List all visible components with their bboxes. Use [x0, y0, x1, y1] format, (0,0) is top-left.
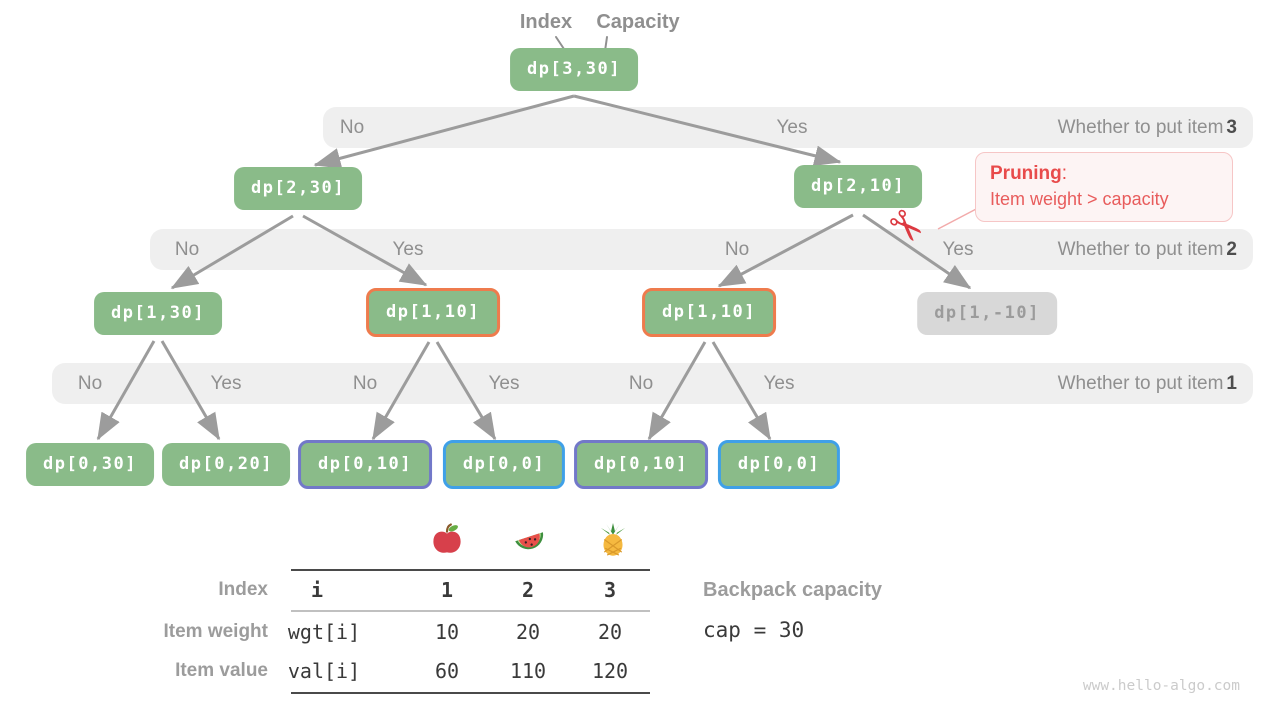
- pruning-callout: Pruning: Item weight > capacity: [975, 152, 1233, 222]
- capacity-pointer-label: Capacity: [596, 11, 680, 33]
- dp-node-1-10-highlight: dp[1,10]: [642, 288, 776, 337]
- table-rule-bottom: [291, 692, 650, 694]
- table-header-var: i: [310, 578, 324, 602]
- band-answer-label: No: [77, 372, 103, 394]
- band-answer-label: No: [352, 372, 378, 394]
- table-cell: 110: [509, 659, 547, 683]
- table-cell-wgt-var: wgt[i]: [287, 620, 361, 644]
- dp-node-2-10: dp[2,10]: [794, 165, 922, 208]
- dp-node-1-neg10-pruned: dp[1,-10]: [917, 292, 1057, 335]
- table-header-col: 1: [440, 578, 454, 602]
- dp-node-0-20: dp[0,20]: [162, 443, 290, 486]
- band-answer-label: Yes: [942, 238, 974, 260]
- band-answer-label: Yes: [488, 372, 520, 394]
- table-cell: 120: [591, 659, 629, 683]
- decision-band-item-1: No Yes No Yes No Yes Whether to put item…: [52, 363, 1253, 404]
- watermelon-icon: [513, 522, 548, 562]
- band-answer-label: Yes: [210, 372, 242, 394]
- table-rule-top: [291, 569, 650, 571]
- dp-node-1-30: dp[1,30]: [94, 292, 222, 335]
- band-answer-label: No: [628, 372, 654, 394]
- table-cell: 20: [597, 620, 623, 644]
- table-header-col: 2: [521, 578, 535, 602]
- dp-node-3-30: dp[3,30]: [510, 48, 638, 91]
- pineapple-icon: [596, 522, 631, 562]
- table-cell: 10: [434, 620, 460, 644]
- dp-node-2-30: dp[2,30]: [234, 167, 362, 210]
- backpack-capacity-value: cap = 30: [703, 618, 805, 642]
- band-answer-label: No: [339, 116, 365, 138]
- table-cell-val-var: val[i]: [287, 659, 361, 683]
- dp-node-0-10-highlight: dp[0,10]: [298, 440, 432, 489]
- band-answer-label: Yes: [763, 372, 795, 394]
- watermark: www.hello-algo.com: [1082, 678, 1240, 694]
- table-cell: 20: [515, 620, 541, 644]
- pruning-description: Item weight > capacity: [990, 189, 1169, 209]
- apple-icon: [430, 522, 465, 562]
- table-row-label: Item value: [175, 660, 268, 681]
- dp-node-1-10-highlight: dp[1,10]: [366, 288, 500, 337]
- backpack-capacity-label: Backpack capacity: [703, 579, 883, 601]
- index-pointer-label: Index: [519, 11, 573, 33]
- band-answer-label: No: [174, 238, 200, 260]
- dp-node-0-0-highlight: dp[0,0]: [442, 440, 566, 489]
- dp-node-0-30: dp[0,30]: [26, 443, 154, 486]
- table-row-label: Index: [218, 579, 268, 600]
- pruning-title: Pruning:: [990, 163, 1068, 184]
- table-header-col: 3: [603, 578, 617, 602]
- dp-node-0-0-highlight: dp[0,0]: [717, 440, 841, 489]
- table-cell: 60: [434, 659, 460, 683]
- dp-node-0-10-highlight: dp[0,10]: [574, 440, 708, 489]
- table-row-label: Item weight: [163, 621, 268, 642]
- band-answer-label: Yes: [776, 116, 808, 138]
- band-answer-label: No: [724, 238, 750, 260]
- band-answer-label: Yes: [392, 238, 424, 260]
- table-rule-middle: [291, 610, 650, 612]
